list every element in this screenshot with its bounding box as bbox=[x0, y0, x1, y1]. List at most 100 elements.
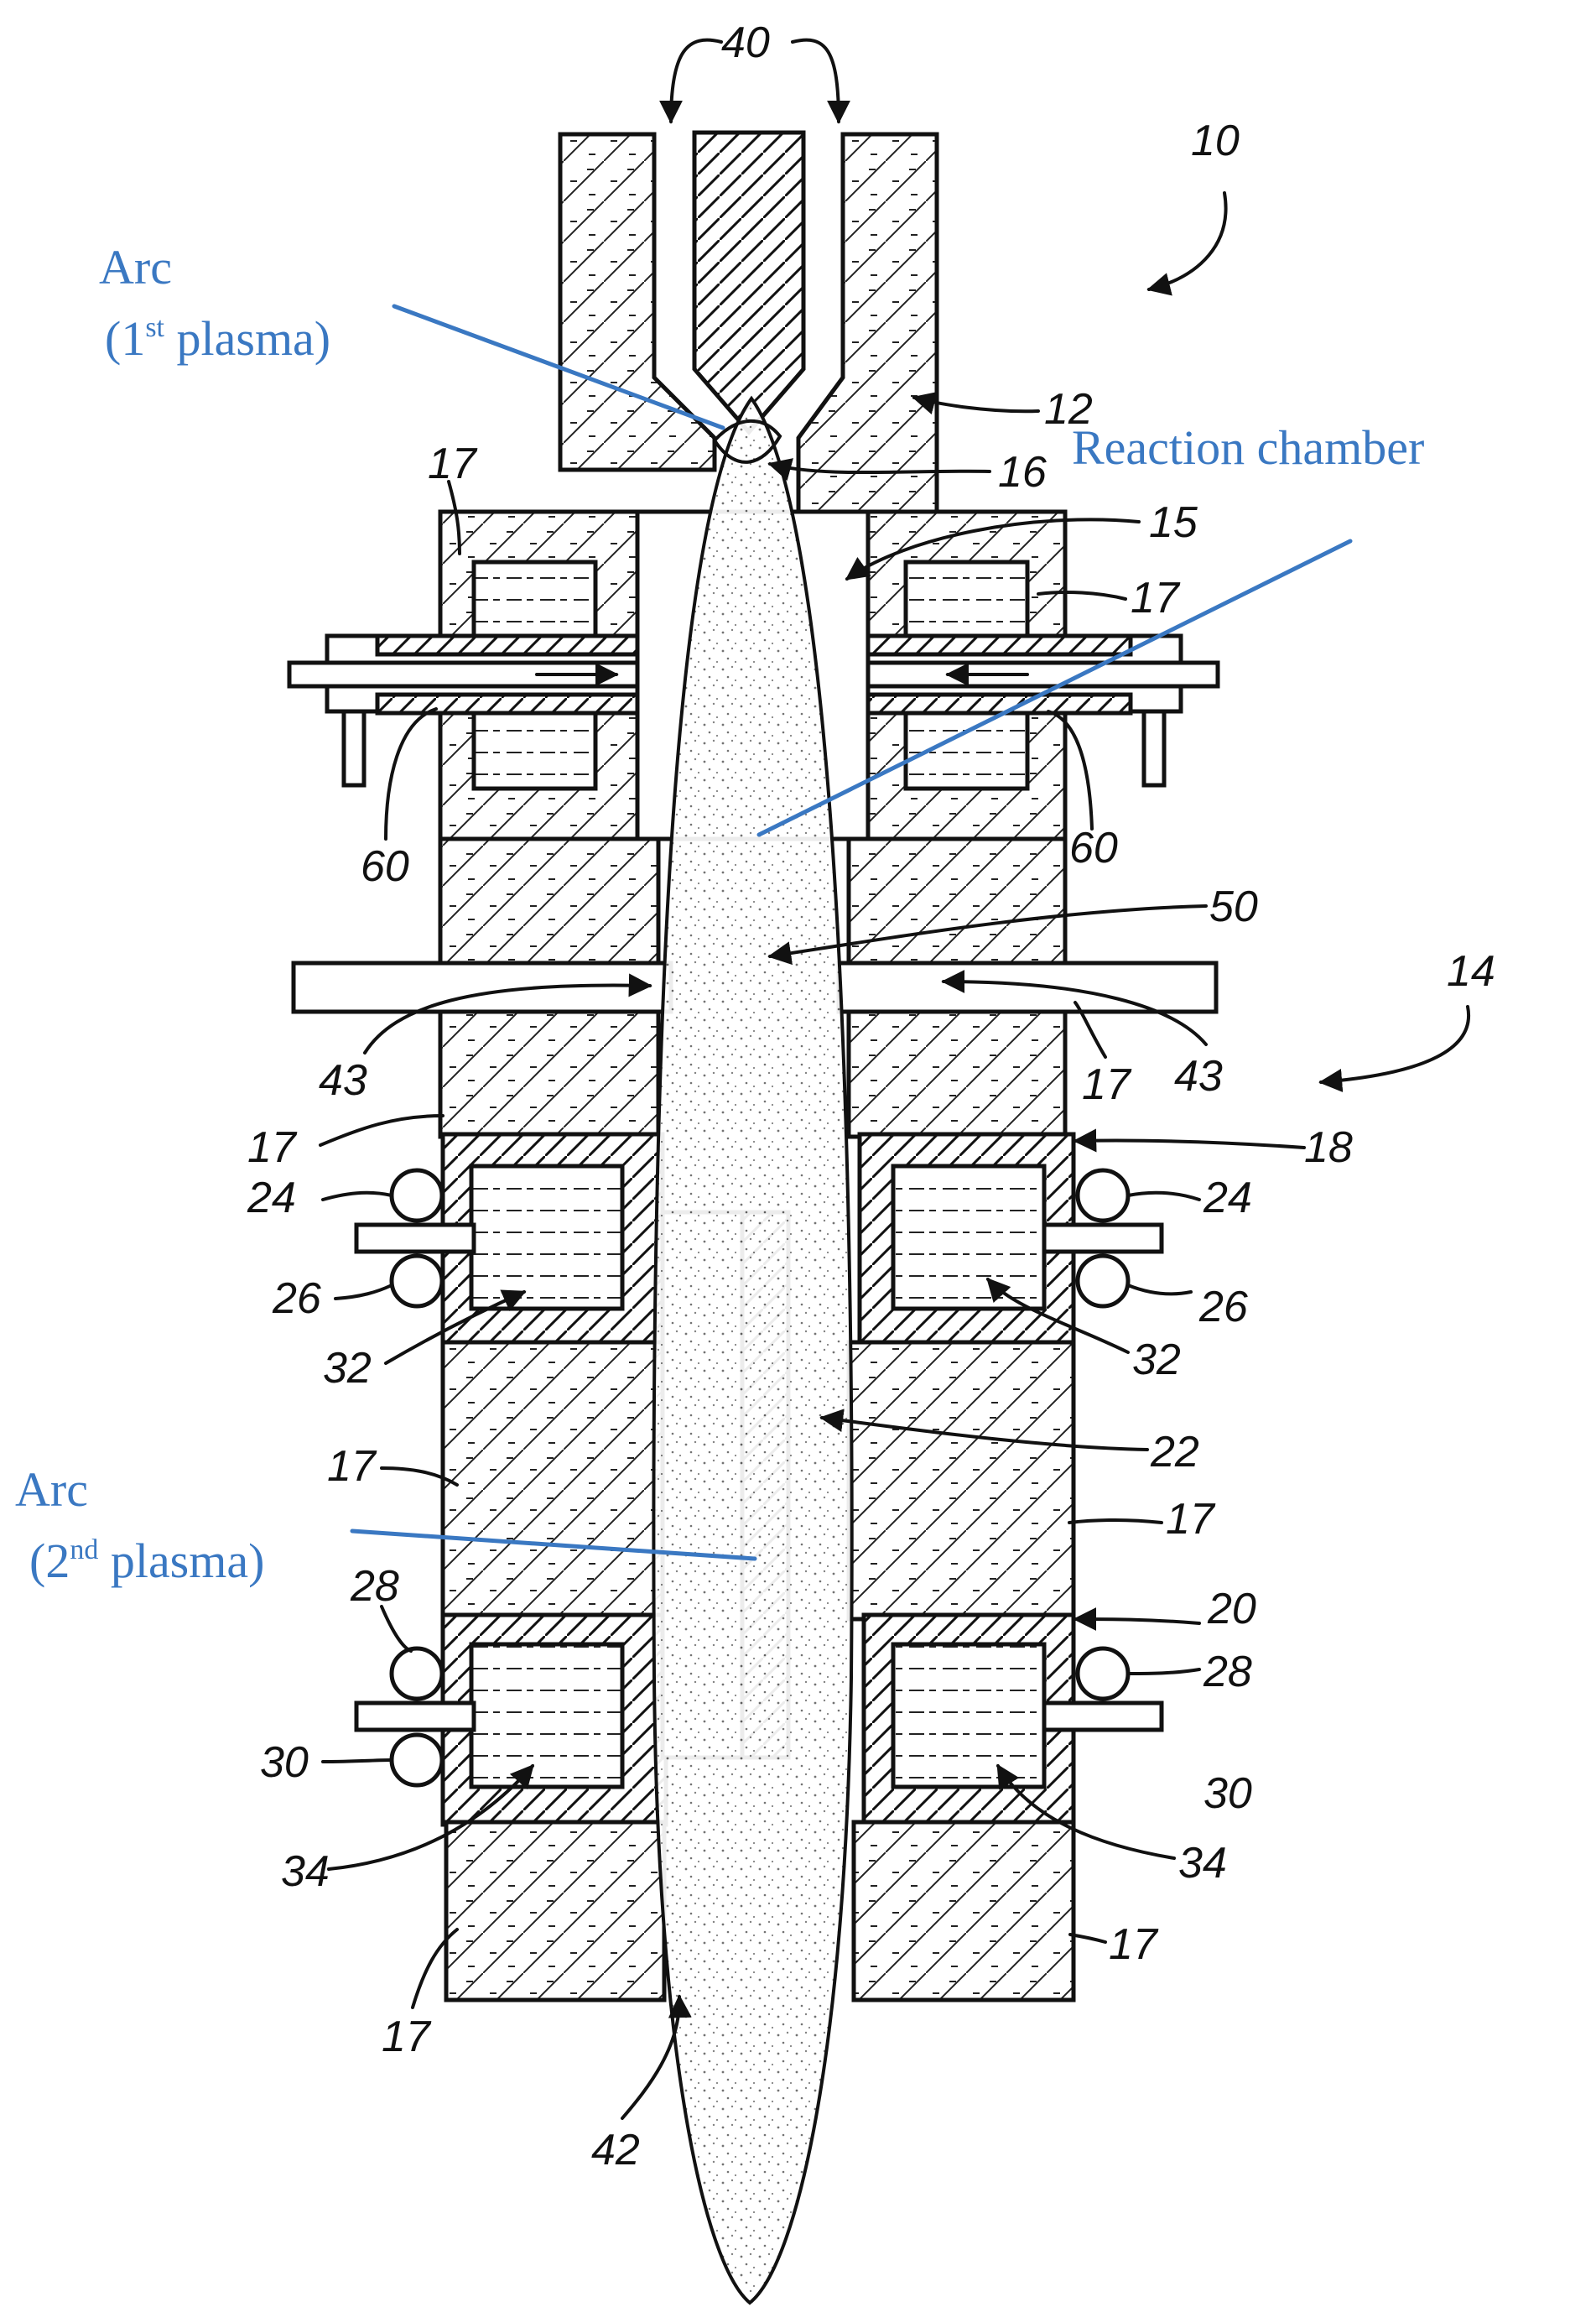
low-mid-left-block bbox=[440, 1340, 668, 1622]
ring18-left-wire-top bbox=[389, 1168, 444, 1223]
right-quench-tube bbox=[836, 961, 1219, 1014]
ref-43-left: 43 bbox=[319, 1056, 367, 1105]
bottom-left-block bbox=[444, 1820, 667, 2002]
callout-labels: Arc (1st plasma) Reaction chamber Arc (2… bbox=[15, 240, 1424, 1588]
ref-43-right: 43 bbox=[1174, 1052, 1223, 1101]
ref-17-top-left: 17 bbox=[428, 440, 478, 488]
leader-43-left bbox=[363, 973, 652, 1055]
leader-15 bbox=[845, 518, 1141, 581]
leader-40-right bbox=[791, 38, 850, 124]
arc-1-shape bbox=[712, 419, 782, 464]
leader-20 bbox=[1073, 1607, 1201, 1632]
ring18-left-rod bbox=[354, 1222, 476, 1254]
left-leg bbox=[341, 709, 367, 788]
leader-12 bbox=[912, 391, 1040, 415]
ref-34-left: 34 bbox=[281, 1847, 330, 1896]
ref-22: 22 bbox=[1150, 1428, 1199, 1476]
leader-lines bbox=[319, 38, 1471, 2120]
left-sleeve-bottom-hatch bbox=[375, 692, 648, 716]
right-sleeve-bottom-hatch bbox=[860, 692, 1133, 716]
upper-right-coil-top bbox=[903, 560, 1030, 644]
leader-18 bbox=[1073, 1128, 1306, 1153]
upper-left-coil-bottom bbox=[471, 706, 598, 791]
ref-17-top-right: 17 bbox=[1131, 574, 1181, 622]
upper-right-coil-bottom bbox=[903, 706, 1030, 791]
arc1-label-line2: (1st plasma) bbox=[105, 311, 330, 366]
arc1-label-line1: Arc bbox=[99, 240, 172, 294]
ring18-right-coil bbox=[891, 1164, 1047, 1311]
leader-50 bbox=[767, 904, 1208, 966]
leader-26-right bbox=[1126, 1284, 1193, 1296]
callout-lines bbox=[350, 304, 1353, 1561]
ref-15: 15 bbox=[1149, 498, 1198, 547]
ref-60-left: 60 bbox=[361, 842, 409, 891]
leader-24-right bbox=[1126, 1190, 1201, 1201]
ring20-left-coil bbox=[469, 1642, 625, 1789]
plasma-plume bbox=[652, 395, 854, 2305]
torch-right-body bbox=[796, 132, 939, 514]
leader-26-left bbox=[334, 1284, 393, 1300]
ring20-left-wire-bottom bbox=[389, 1732, 444, 1788]
ref-24-left: 24 bbox=[247, 1174, 296, 1222]
ring20-right-wire-top bbox=[1075, 1646, 1131, 1701]
ref-50: 50 bbox=[1209, 883, 1258, 931]
left-sleeve-top-hatch bbox=[375, 633, 648, 657]
electrode-ring-18 bbox=[354, 1132, 1164, 1348]
leader-32-left bbox=[384, 1289, 527, 1365]
ring18-right-wire-bottom bbox=[1075, 1253, 1131, 1309]
ref-30-left: 30 bbox=[260, 1738, 309, 1787]
ring18-right-rod bbox=[1042, 1222, 1164, 1254]
low-mid-right-block bbox=[846, 1340, 1076, 1622]
leader-17-mid-left bbox=[319, 1114, 444, 1147]
ref-18: 18 bbox=[1304, 1123, 1353, 1172]
ref-12: 12 bbox=[1044, 385, 1093, 434]
ref-30-right: 30 bbox=[1203, 1769, 1252, 1818]
leader-10 bbox=[1146, 191, 1228, 296]
ref-17-bottom-right: 17 bbox=[1109, 1920, 1159, 1969]
reference-numerals: 40 10 12 16 15 17 17 60 60 50 14 43 17 4… bbox=[247, 18, 1495, 2174]
ring18-right-wire-top bbox=[1075, 1168, 1131, 1223]
ref-17-mid-right: 17 bbox=[1082, 1060, 1132, 1109]
arc2-label-line2: (2nd plasma) bbox=[29, 1534, 264, 1588]
ref-20: 20 bbox=[1207, 1585, 1256, 1633]
ring18-left-coil bbox=[469, 1164, 625, 1311]
leader-17-low-right bbox=[1068, 1518, 1163, 1524]
leader-17-top-right bbox=[1037, 591, 1127, 601]
ref-10: 10 bbox=[1191, 117, 1240, 165]
leader-32-right bbox=[986, 1277, 1130, 1354]
leader-60-right bbox=[1047, 710, 1094, 831]
torch-left-body bbox=[558, 132, 717, 472]
right-leg bbox=[1141, 709, 1167, 788]
ref-28-right: 28 bbox=[1203, 1648, 1252, 1696]
ref-28-left: 28 bbox=[350, 1562, 399, 1611]
leader-17-low-left bbox=[380, 1466, 459, 1487]
ref-60-right: 60 bbox=[1069, 824, 1118, 872]
ref-26-left: 26 bbox=[272, 1274, 321, 1323]
ref-14: 14 bbox=[1447, 947, 1495, 996]
leader-28-left bbox=[380, 1605, 413, 1653]
ref-32-right: 32 bbox=[1132, 1336, 1181, 1384]
leader-43-right bbox=[941, 970, 1208, 1046]
reaction-chamber-label: Reaction chamber bbox=[1072, 420, 1424, 475]
leader-60-left bbox=[384, 707, 438, 841]
right-injector-tube bbox=[855, 660, 1220, 689]
leader-24-left bbox=[321, 1190, 393, 1201]
ref-17-mid-left: 17 bbox=[247, 1123, 298, 1172]
reaction-callout-line bbox=[756, 539, 1353, 837]
leader-28-right bbox=[1126, 1668, 1201, 1675]
leader-34-left bbox=[327, 1763, 534, 1871]
arc1-callout-line bbox=[392, 304, 725, 430]
ring20-right-coil bbox=[891, 1642, 1047, 1789]
ref-42: 42 bbox=[591, 2126, 640, 2174]
ring20-right-rod bbox=[1042, 1700, 1164, 1732]
leader-17-mid-right bbox=[1074, 1001, 1107, 1059]
ref-24-right: 24 bbox=[1203, 1174, 1252, 1222]
ref-17-bottom-left: 17 bbox=[382, 2013, 432, 2061]
upper-left-coil-top bbox=[471, 560, 598, 644]
bottom-housing bbox=[444, 1820, 1076, 2002]
ref-17-low-right: 17 bbox=[1166, 1495, 1216, 1544]
torch-center-electrode bbox=[692, 130, 806, 435]
ring18-left-wire-bottom bbox=[389, 1253, 444, 1309]
bottom-right-block bbox=[851, 1820, 1076, 2002]
